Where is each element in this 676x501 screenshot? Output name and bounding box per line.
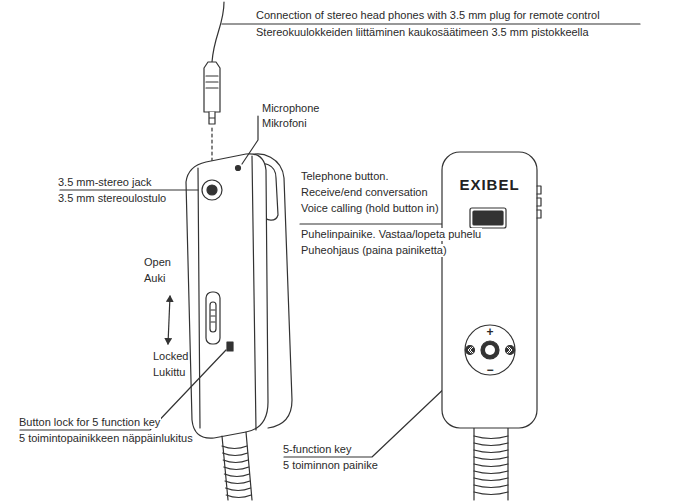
cable-rings xyxy=(474,436,508,495)
callout-label: Stereokuulokkeiden liittäminen kaukosäät… xyxy=(255,26,590,39)
callout-label: Microphone xyxy=(261,102,320,115)
callout-label: Puheohjaus (paina painiketta) xyxy=(300,244,448,257)
cable-ring xyxy=(222,446,247,449)
callout-label: Mikrofoni xyxy=(261,117,308,130)
callout-label: Locked xyxy=(152,350,189,363)
callout-label: 5 toiminnon painike xyxy=(282,459,379,472)
side-buttons xyxy=(537,186,541,218)
cable-ring xyxy=(474,492,508,495)
cable-ring xyxy=(226,488,251,491)
leader-line xyxy=(300,223,466,224)
cable-ring xyxy=(474,450,508,453)
callout-label: Auki xyxy=(143,272,166,285)
slider-grip xyxy=(211,310,215,322)
function-key-ring xyxy=(465,325,515,375)
cable-ring xyxy=(226,495,251,498)
callout-label: 5 toimintopainikkeen näppäinlukitus xyxy=(18,432,194,445)
function-key-center-face xyxy=(485,345,495,355)
cable-ring xyxy=(225,481,250,484)
leader-line xyxy=(222,23,640,24)
lock-slider xyxy=(206,292,220,344)
next-key xyxy=(506,346,515,355)
remote-edge xyxy=(198,168,200,428)
function-key-center xyxy=(481,341,499,359)
plug-grip xyxy=(206,76,218,88)
callout-label: Telephone button. xyxy=(300,170,389,183)
cable-ring xyxy=(223,453,248,456)
cable-ring xyxy=(474,485,508,488)
callout-label: Puhelinpainike. Vastaa/lopeta puhelu xyxy=(300,228,482,241)
brand-logo: EXIBEL xyxy=(458,176,520,193)
callout-label: Open xyxy=(143,256,172,269)
cable-ring xyxy=(474,478,508,481)
stereo-jack-hole xyxy=(207,185,217,195)
callout-label: 3.5 mm-stereo jack xyxy=(57,176,153,189)
remote-edge xyxy=(252,156,256,430)
lock-slider-knob xyxy=(210,302,216,332)
callout-label: Connection of stereo head phones with 3.… xyxy=(255,9,601,22)
callout-label: Lukittu xyxy=(152,366,186,379)
next-arrows xyxy=(507,347,512,353)
cable-ring xyxy=(224,467,249,470)
telephone-button-face xyxy=(473,211,503,225)
cable-ring xyxy=(474,464,508,467)
remote-front xyxy=(442,152,537,428)
headphone-cable xyxy=(212,2,224,62)
plug-body xyxy=(204,62,220,112)
callout-label: Receive/end conversation xyxy=(300,186,429,199)
volume-symbol: + xyxy=(485,326,494,338)
microphone-hole xyxy=(236,166,241,171)
callout-label: 5-function key xyxy=(282,443,352,456)
cable-ring xyxy=(223,460,248,463)
cable-ring xyxy=(224,474,249,477)
remote-body xyxy=(186,154,268,438)
cable-rings xyxy=(222,446,251,498)
leader-line xyxy=(60,189,198,190)
volume-symbol: − xyxy=(485,364,494,376)
cable-ring xyxy=(474,436,508,439)
cable-ring xyxy=(474,443,508,446)
leader-line xyxy=(242,116,258,164)
slide-arrow xyxy=(168,296,170,344)
prev-arrows xyxy=(468,347,473,353)
callout-label: Voice calling (hold button in) xyxy=(300,202,440,215)
telephone-button xyxy=(470,208,506,228)
cable-ring xyxy=(474,471,508,474)
remote-cable xyxy=(474,428,508,500)
callout-label: Button lock for 5 function key xyxy=(18,416,161,429)
lock-marker xyxy=(227,342,233,351)
stereo-jack xyxy=(202,180,222,200)
plug-pin xyxy=(209,112,215,124)
remote-cable xyxy=(222,432,252,500)
callout-label: 3.5 mm stereoulostulo xyxy=(57,192,167,205)
prev-key xyxy=(466,346,475,355)
cable-ring xyxy=(474,457,508,460)
